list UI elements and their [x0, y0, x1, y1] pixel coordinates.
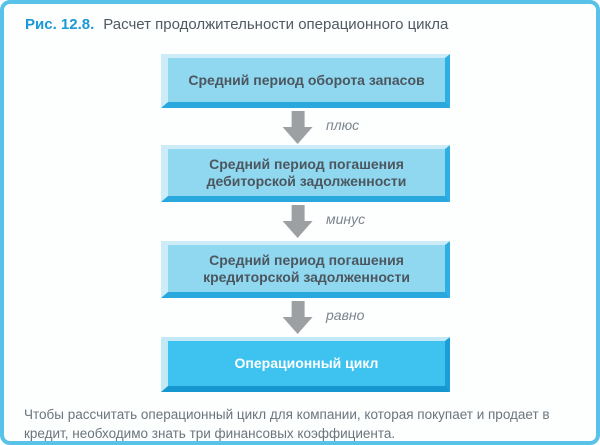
figure-title: Расчет продолжительности операционного ц… [103, 16, 449, 33]
flow-box-label: Средний период погашения дебиторской зад… [206, 155, 407, 189]
arrow-shaft [291, 205, 305, 221]
connector-equals: равно [4, 299, 596, 335]
operator-label-minus: минус [326, 211, 366, 228]
connector-minus: минус [4, 203, 596, 239]
figure-number: Рис. 12.8. [25, 16, 95, 33]
flow-box-payables-repayment-period: Средний период погашения кредиторской за… [161, 241, 450, 298]
arrow-head [282, 317, 313, 334]
figure-footnote: Чтобы рассчитать операционный цикл для к… [24, 407, 550, 441]
flow-box-label: Средний период оборота запасов [188, 71, 425, 88]
arrow-head [282, 221, 313, 238]
flow-box-inventory-turnover-period: Средний период оборота запасов [161, 54, 450, 108]
down-arrow-icon [282, 205, 313, 238]
arrow-shaft [291, 301, 305, 317]
arrow-head [282, 127, 313, 144]
flow-box-label: Операционный цикл [234, 355, 379, 371]
flow-box-operating-cycle-result: Операционный цикл [161, 337, 450, 392]
down-arrow-icon [282, 301, 313, 334]
operator-label-plus: плюс [326, 117, 360, 134]
figure-header: Рис. 12.8. Расчет продолжительности опера… [25, 15, 582, 34]
flow-box-receivables-repayment-period: Средний период погашения дебиторской зад… [161, 145, 450, 202]
arrow-shaft [291, 111, 305, 127]
operator-label-equals: равно [326, 307, 365, 324]
connector-plus: плюс [4, 109, 596, 145]
flow-box-label: Средний период погашения кредиторской за… [203, 251, 410, 285]
down-arrow-icon [282, 111, 313, 144]
